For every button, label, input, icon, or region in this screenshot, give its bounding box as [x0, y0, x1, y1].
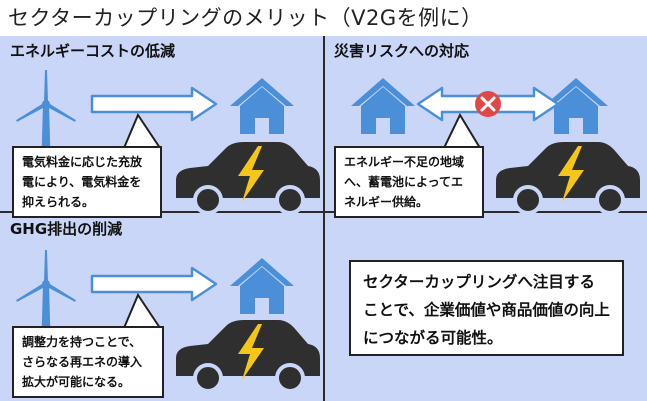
page-title: セクターカップリングのメリット（V2Gを例に） — [8, 6, 483, 30]
diagram-board: エネルギーコストの低減 災害リスクへの対応 GHG排出の削減 電気料金に応じた充… — [0, 36, 647, 401]
quadrant-title-ghg: GHG排出の削減 — [10, 220, 123, 238]
arrow-right-icon — [90, 86, 218, 122]
ev-car-icon — [174, 140, 322, 215]
ev-car-icon — [174, 318, 322, 393]
house-icon — [351, 78, 415, 134]
no-entry-icon — [475, 91, 501, 117]
ev-car-icon — [494, 140, 642, 215]
house-icon — [230, 258, 294, 314]
arrow-right-icon — [90, 266, 218, 302]
callout-cost: 電気料金に応じた充放 電により、電気料金を 抑えられる。 — [12, 146, 162, 218]
callout-disaster: エネルギー不足の地域 へ、蓄電池によってエ ネルギー供給。 — [334, 146, 484, 218]
house-icon — [230, 78, 294, 134]
summary-note: セクターカップリングへ注目することで、企業価値や商品価値の向上につながる可能性。 — [349, 260, 624, 356]
quadrant-title-cost: エネルギーコストの低減 — [10, 42, 176, 60]
callout-tail — [442, 112, 482, 149]
callout-disaster-text: エネルギー不足の地域 へ、蓄電池によってエ ネルギー供給。 — [344, 155, 465, 209]
callout-ghg: 調整力を持つことで、 さらなる再エネの導入 拡大が可能になる。 — [12, 326, 164, 398]
callout-cost-text: 電気料金に応じた充放 電により、電気料金を 抑えられる。 — [22, 155, 143, 209]
quadrant-title-disaster: 災害リスクへの対応 — [334, 42, 470, 60]
callout-tail — [122, 112, 162, 149]
callout-tail — [122, 292, 162, 329]
vertical-divider — [323, 36, 325, 401]
horizontal-divider — [0, 211, 647, 213]
callout-ghg-text: 調整力を持つことで、 さらなる再エネの導入 拡大が可能になる。 — [22, 335, 143, 389]
